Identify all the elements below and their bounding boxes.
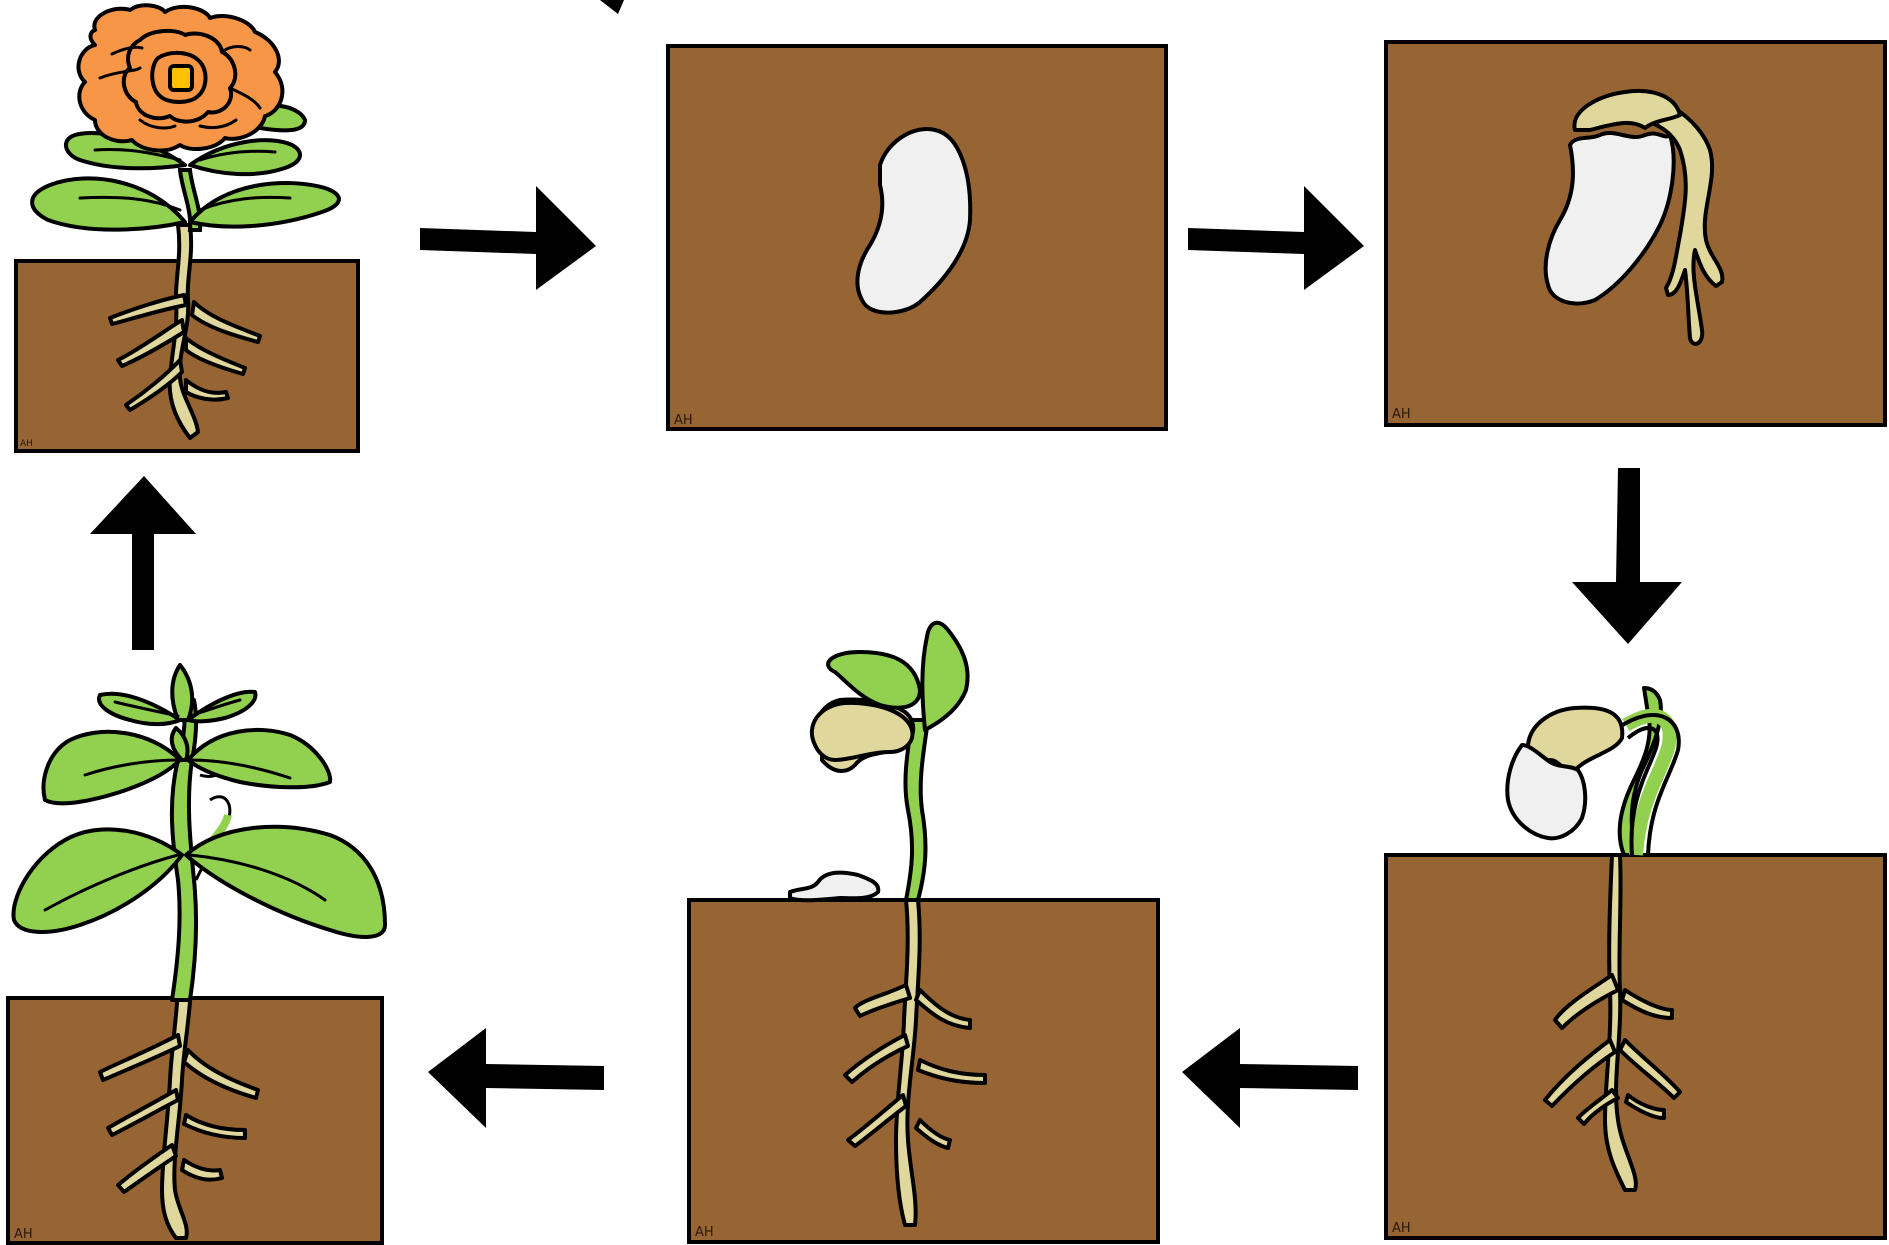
arrow-sprout-to-seedling — [1182, 1028, 1358, 1128]
artist-signature: AH — [1392, 407, 1411, 422]
stage-flowering-plant: AH — [16, 5, 358, 451]
stage-seed: AH — [668, 46, 1166, 429]
artist-signature: AH — [674, 413, 693, 428]
cotyledons — [812, 700, 913, 772]
artist-signature: AH — [20, 439, 33, 449]
arrow-germinating-to-sprout — [1572, 468, 1682, 644]
flower — [78, 5, 282, 150]
artist-signature: AH — [1392, 1221, 1411, 1236]
artist-signature: AH — [695, 1225, 714, 1240]
top-stray-mark — [600, 0, 624, 14]
artist-signature: AH — [14, 1227, 33, 1242]
stage-seedling: AH — [689, 623, 1158, 1242]
arrow-seedling-to-young-plant — [428, 1028, 604, 1128]
stage-young-plant: AH — [8, 665, 385, 1243]
stage-sprout-emerging: AH — [1386, 688, 1885, 1238]
arrow-young-plant-to-flowering — [90, 476, 196, 650]
arrow-seed-to-germinating — [1188, 186, 1364, 290]
seed-coat — [790, 873, 878, 901]
stage-germinating-seed: AH — [1386, 42, 1885, 425]
stem — [905, 720, 928, 900]
arrow-flowering-to-seed — [420, 186, 596, 290]
